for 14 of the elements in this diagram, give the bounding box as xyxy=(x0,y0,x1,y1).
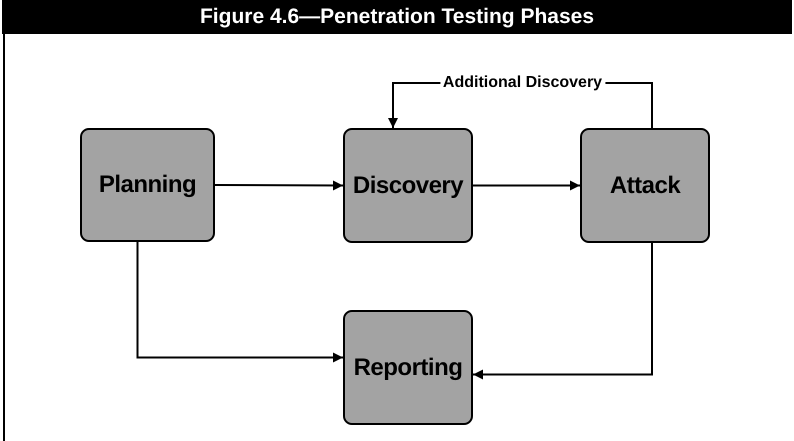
arrow xyxy=(473,243,653,380)
title-bar: Figure 4.6—Penetration Testing Phases xyxy=(2,0,792,34)
node-label: Discovery xyxy=(352,172,464,200)
process-box xyxy=(343,310,473,425)
node-label: Attack xyxy=(610,172,680,200)
process-box xyxy=(580,128,710,243)
process-box xyxy=(343,128,473,243)
arrow xyxy=(215,180,343,190)
process-box xyxy=(80,128,215,242)
node-label: Reporting xyxy=(354,354,462,382)
arrow xyxy=(136,242,343,362)
node-label: Planning xyxy=(98,171,196,199)
arrow xyxy=(473,180,580,190)
edge-label: Additional Discovery xyxy=(440,74,606,92)
